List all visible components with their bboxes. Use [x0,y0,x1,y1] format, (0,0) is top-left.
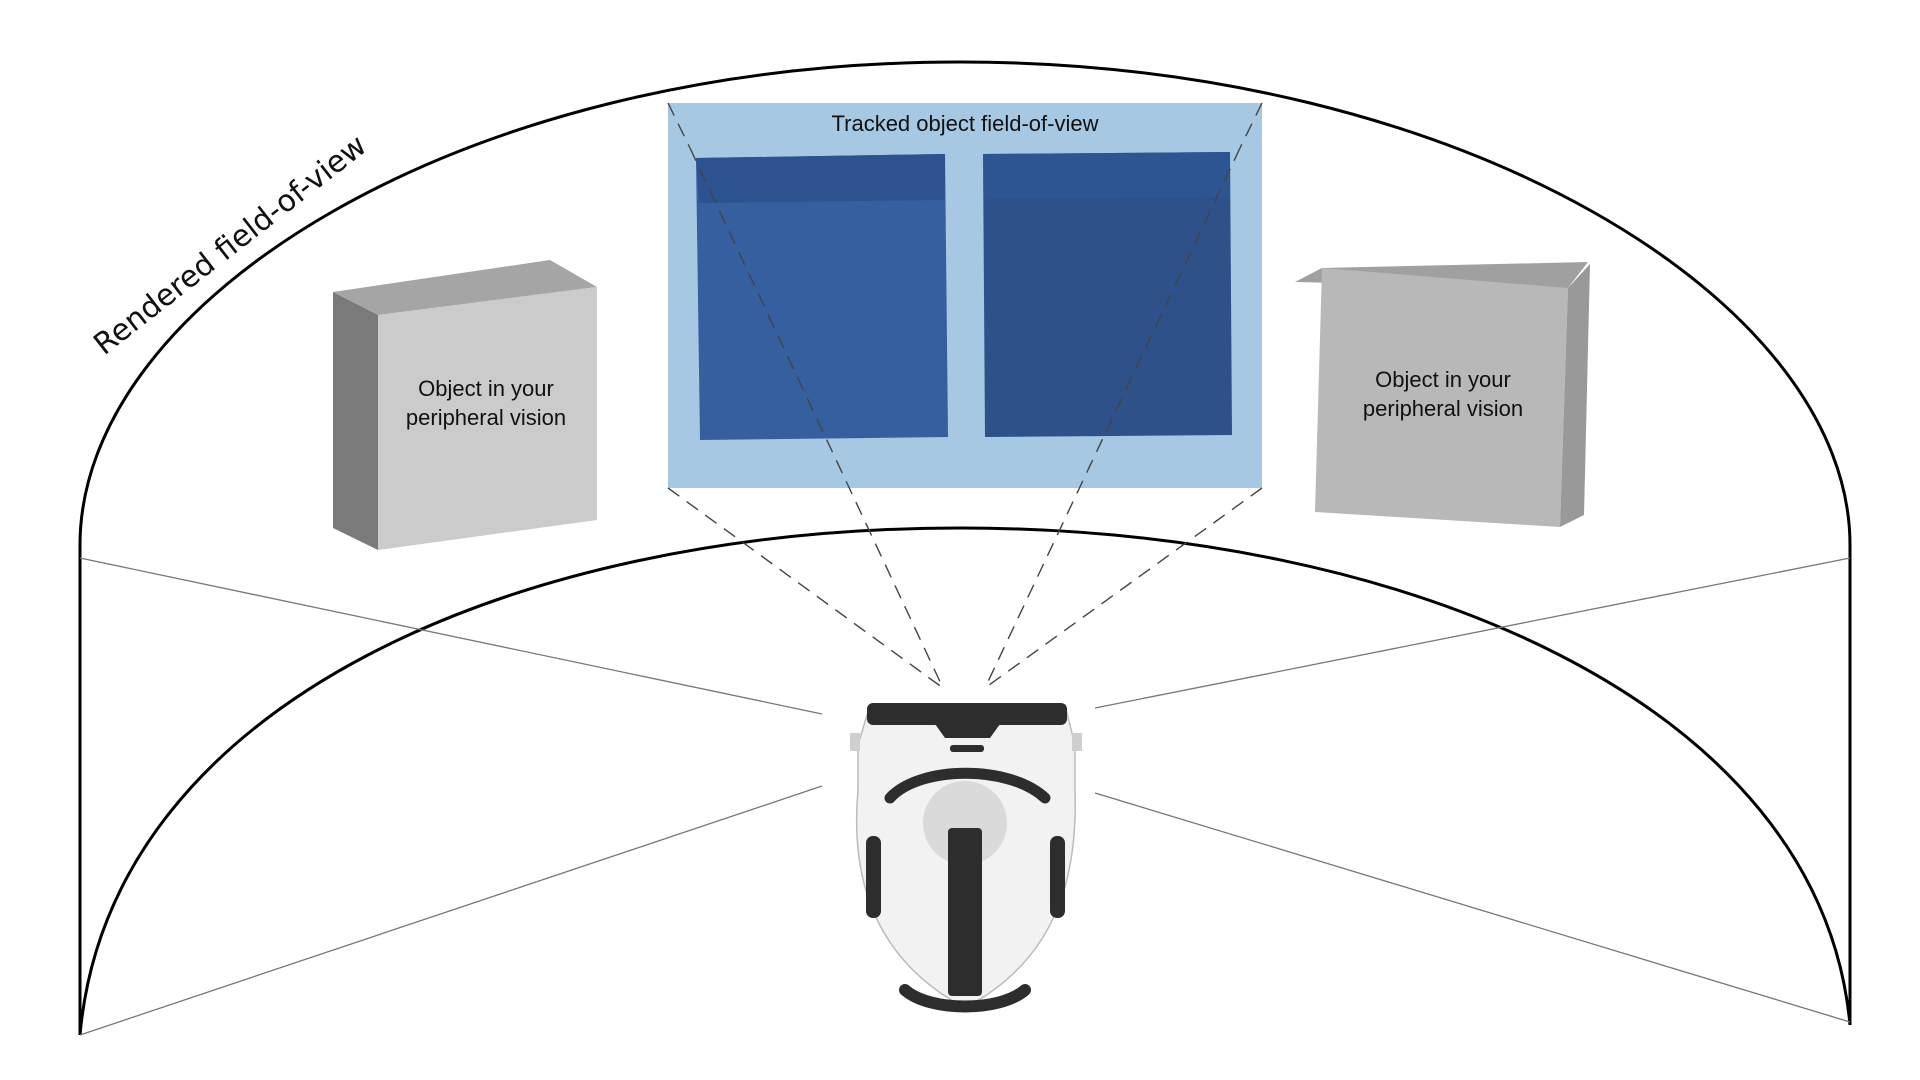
headset-right-earpad [1050,836,1065,918]
projection-inner-right [984,147,1241,689]
tracked-cube-right-front [983,152,1232,437]
peripheral-left-label-line1: Object in your [418,376,554,401]
headset-left-clip [850,733,860,751]
headset-top-strap [884,767,1051,804]
rendered-fov-label: Rendered field-of-view [87,128,373,362]
peripheral-right-front [1315,268,1568,527]
headset-rear-strap [899,984,1031,1013]
guide-line-upper-right [1094,557,1851,709]
headset-right-clip [1072,733,1082,751]
peripheral-left-top [333,260,597,315]
peripheral-left-front [378,287,597,550]
guide-line-upper-left [79,557,823,715]
tracked-cube-left-front [696,154,948,440]
peripheral-object-right [1295,262,1590,527]
headset-center-strap [948,828,982,996]
tracked-cube-right [983,152,1232,437]
projection-inner-left [689,147,944,689]
peripheral-right-side [1560,264,1590,527]
fov-guide-lines [79,557,1851,1036]
projection-outer-right [984,487,1263,689]
projection-outer-left [667,487,944,689]
vr-headset-icon [850,703,1082,1013]
headset-bridge [950,745,984,752]
headset-front-visor [867,703,1067,725]
peripheral-left-side [333,292,378,550]
peripheral-object-left [333,260,597,550]
headset-left-earpad [866,836,881,918]
peripheral-left-label-line2: peripheral vision [406,405,566,430]
guide-line-lower-left [79,785,823,1036]
projection-top-left [667,102,691,149]
peripheral-right-label-line2: peripheral vision [1363,396,1523,421]
tracked-cube-right-top [983,152,1230,199]
headset-crown [923,781,1007,865]
tracked-fov-label: Tracked object field-of-view [832,111,1099,136]
guide-line-lower-right [1094,792,1851,1023]
peripheral-right-label-line1: Object in your [1375,367,1511,392]
projection-top-right [1239,102,1263,149]
rendered-fov-outer-arc [78,60,1852,1035]
headset-visor-notch [935,724,1000,738]
tracked-fov-projection-lines [667,102,1263,689]
tracked-cube-left-top [696,154,945,203]
tracked-cube-left [696,154,948,440]
rendered-fov-inner-arc [78,526,1852,1036]
